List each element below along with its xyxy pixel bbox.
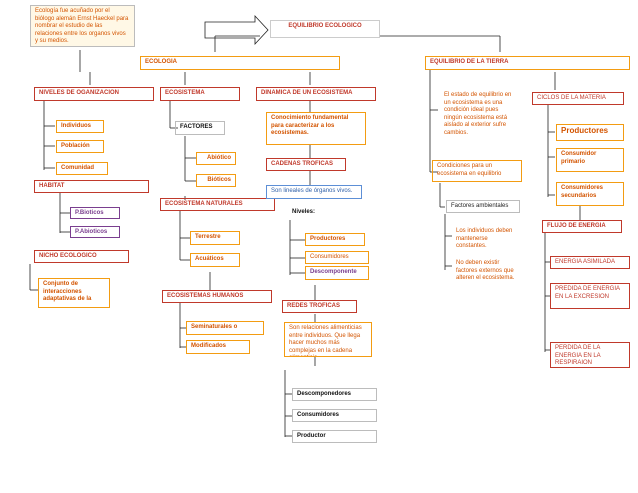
niveles-trofico-label: Productores [310,236,346,242]
condiciones-box: Condiciones para un ecosistema en equili… [432,160,522,182]
series-text: Son lineales de órganos vivos. [271,188,353,194]
factores-label: FACTORES [180,124,213,130]
dinamica-box: DINAMICA DE UN ECOSISTEMA [256,87,376,101]
flujo-item: PREDIDA DE ENERGIA EN LA EXCRESION [550,283,630,309]
intro-note: Ecología fue acuñado por el biólogo alem… [30,5,135,47]
humano-item-label: Modificados [191,343,227,349]
flujo-title: FLUJO DE ENERGIA [547,223,606,229]
redes-item-label: Consumidores [297,412,340,418]
dinamica-title: DINAMICA DE UN ECOSISTEMA [261,90,353,96]
ciclos-box: CICLOS DE LA MATERIA [532,92,624,105]
redes-item-label: Productor [297,433,326,439]
main-title: EQUILIBRIO ECOLOGICO [270,20,380,38]
humano-item: Modificados [186,340,250,354]
cadenas-box: CADENAS TROFICAS [266,158,346,171]
cadenas-title: CADENAS TROFICAS [271,161,334,167]
ciclos-item: Consumidores secundarios [556,182,624,206]
habitat-item-label: P.Bioticos [75,210,104,216]
ciclos-item-label: Productores [561,126,609,135]
niveles-item: Individuos [56,120,104,133]
natural-item-label: Acuáticos [195,256,224,262]
niveles-item-label: Comunidad [61,165,94,171]
no-deben-text: No deben existir factores externos que a… [456,260,515,281]
redes-item: Descomponedores [292,388,377,401]
ciclos-item-label: Consumidor primario [561,151,597,165]
niveles-trofico-item: Descomponente [305,266,369,280]
ecologia-bar: ECOLOGIA [140,56,340,70]
conocimiento-box: Conocimiento fundamental para caracteriz… [266,112,366,145]
condiciones-text: Condiciones para un ecosistema en equili… [437,163,502,177]
individuos-text: Los individuos deben mantenerse constant… [456,228,513,249]
niveles-trofico-item: Productores [305,233,365,246]
ciclos-title: CICLOS DE LA MATERIA [537,95,606,101]
nicho-text-box: Conjunto de interacciones adaptativas de… [38,278,110,308]
equilibrio-tierra-label: EQUILIBRIO DE LA TIERRA [430,59,509,65]
individuos-box: Los individuos deben mantenerse constant… [452,226,522,254]
flujo-item-label: ENERGIA ASIMILADA [555,259,616,265]
main-title-text: EQUILIBRIO ECOLOGICO [288,23,362,29]
estado-text-box: El estado de equilibrio en un ecosistema… [440,90,520,150]
ecosistema-humano-box: ECOSISTEMAS HUMANOS [162,290,272,303]
factores-ambientales-box: Factores ambientales [446,200,520,213]
ecosistema-item-label: Bióticos [207,177,231,183]
niveles-item-label: Población [61,143,90,149]
redes-box: REDES TROFICAS [282,300,357,313]
ecosistema-natural-box: ECOSISTEMA NATURALES [160,198,275,211]
nicho-box: NICHO ECOLOGICO [34,250,129,263]
niveles-label: Niveles: [292,209,316,215]
habitat-item-label: P.Abioticos [75,229,108,235]
natural-item-label: Terrestre [195,234,221,240]
conocimiento-text: Conocimiento fundamental para caracteriz… [271,115,349,136]
natural-item: Acuáticos [190,253,240,267]
habitat-item: P.Bioticos [70,207,120,219]
factores-box: FACTORES [175,121,225,135]
ciclos-item: Consumidor primario [556,148,624,172]
ecosistema-item: Bióticos [196,174,236,187]
ciclos-item-label: Consumidores secundarios [561,185,604,199]
redes-item-label: Descomponedores [297,391,352,397]
habitat-title: HABITAT [39,183,65,189]
redes-text-box: Son relaciones alimenticias entre indivi… [284,322,372,357]
flujo-item: ENERGIA ASIMILADA [550,256,630,269]
redes-item: Consumidores [292,409,377,422]
ecosistema-item-label: Abiótico [207,155,231,161]
niveles-trofico-label: Descomponente [310,269,357,275]
redes-item: Productor [292,430,377,443]
ecosistema-title: ECOSISTEMA [165,90,205,96]
niveles-box: NIVELES DE OGANIZACION [34,87,154,101]
natural-item: Terrestre [190,231,240,245]
nicho-text: Conjunto de interacciones adaptativas de… [43,281,92,302]
ecosistema-humano-title: ECOSISTEMAS HUMANOS [167,293,244,299]
ecologia-label: ECOLOGIA [145,59,178,65]
habitat-item: P.Abioticos [70,226,120,238]
niveles-item: Comunidad [56,162,108,175]
ecosistema-box: ECOSISTEMA [160,87,240,101]
niveles-trofico-item: Consumidores [305,251,369,264]
ecosistema-item: Abiótico [196,152,236,165]
flujo-box: FLUJO DE ENERGIA [542,220,622,233]
redes-text: Son relaciones alimenticias entre indivi… [289,325,362,356]
niveles-item: Población [56,140,104,153]
estado-text: El estado de equilibrio en un ecosistema… [444,92,512,136]
niveles-item-label: Individuos [61,123,91,129]
intro-note-text: Ecología fue acuñado por el biólogo alem… [35,8,129,44]
niveles-trofico-label: Consumidores [310,254,349,260]
no-deben-box: No deben existir factores externos que a… [452,258,522,293]
ecosistema-natural-title: ECOSISTEMA NATURALES [165,201,243,207]
flujo-item-label: PERDIDA DE LA ENERGIA EN LA RESPIRAION [555,345,601,366]
humano-item-label: Seminaturales o [191,324,238,330]
ciclos-item: Productores [556,124,624,141]
flujo-item: PERDIDA DE LA ENERGIA EN LA RESPIRAION [550,342,630,368]
niveles-title: NIVELES DE OGANIZACION [39,90,120,96]
flujo-item-label: PREDIDA DE ENERGIA EN LA EXCRESION [555,286,620,300]
nicho-title: NICHO ECOLOGICO [39,253,97,259]
redes-title: REDES TROFICAS [287,303,341,309]
series-box: Son lineales de órganos vivos. [266,185,362,199]
factores-ambientales-text: Factores ambientales [451,203,509,209]
humano-item: Seminaturales o [186,321,264,335]
equilibrio-tierra-bar: EQUILIBRIO DE LA TIERRA [425,56,630,70]
habitat-box: HABITAT [34,180,149,193]
